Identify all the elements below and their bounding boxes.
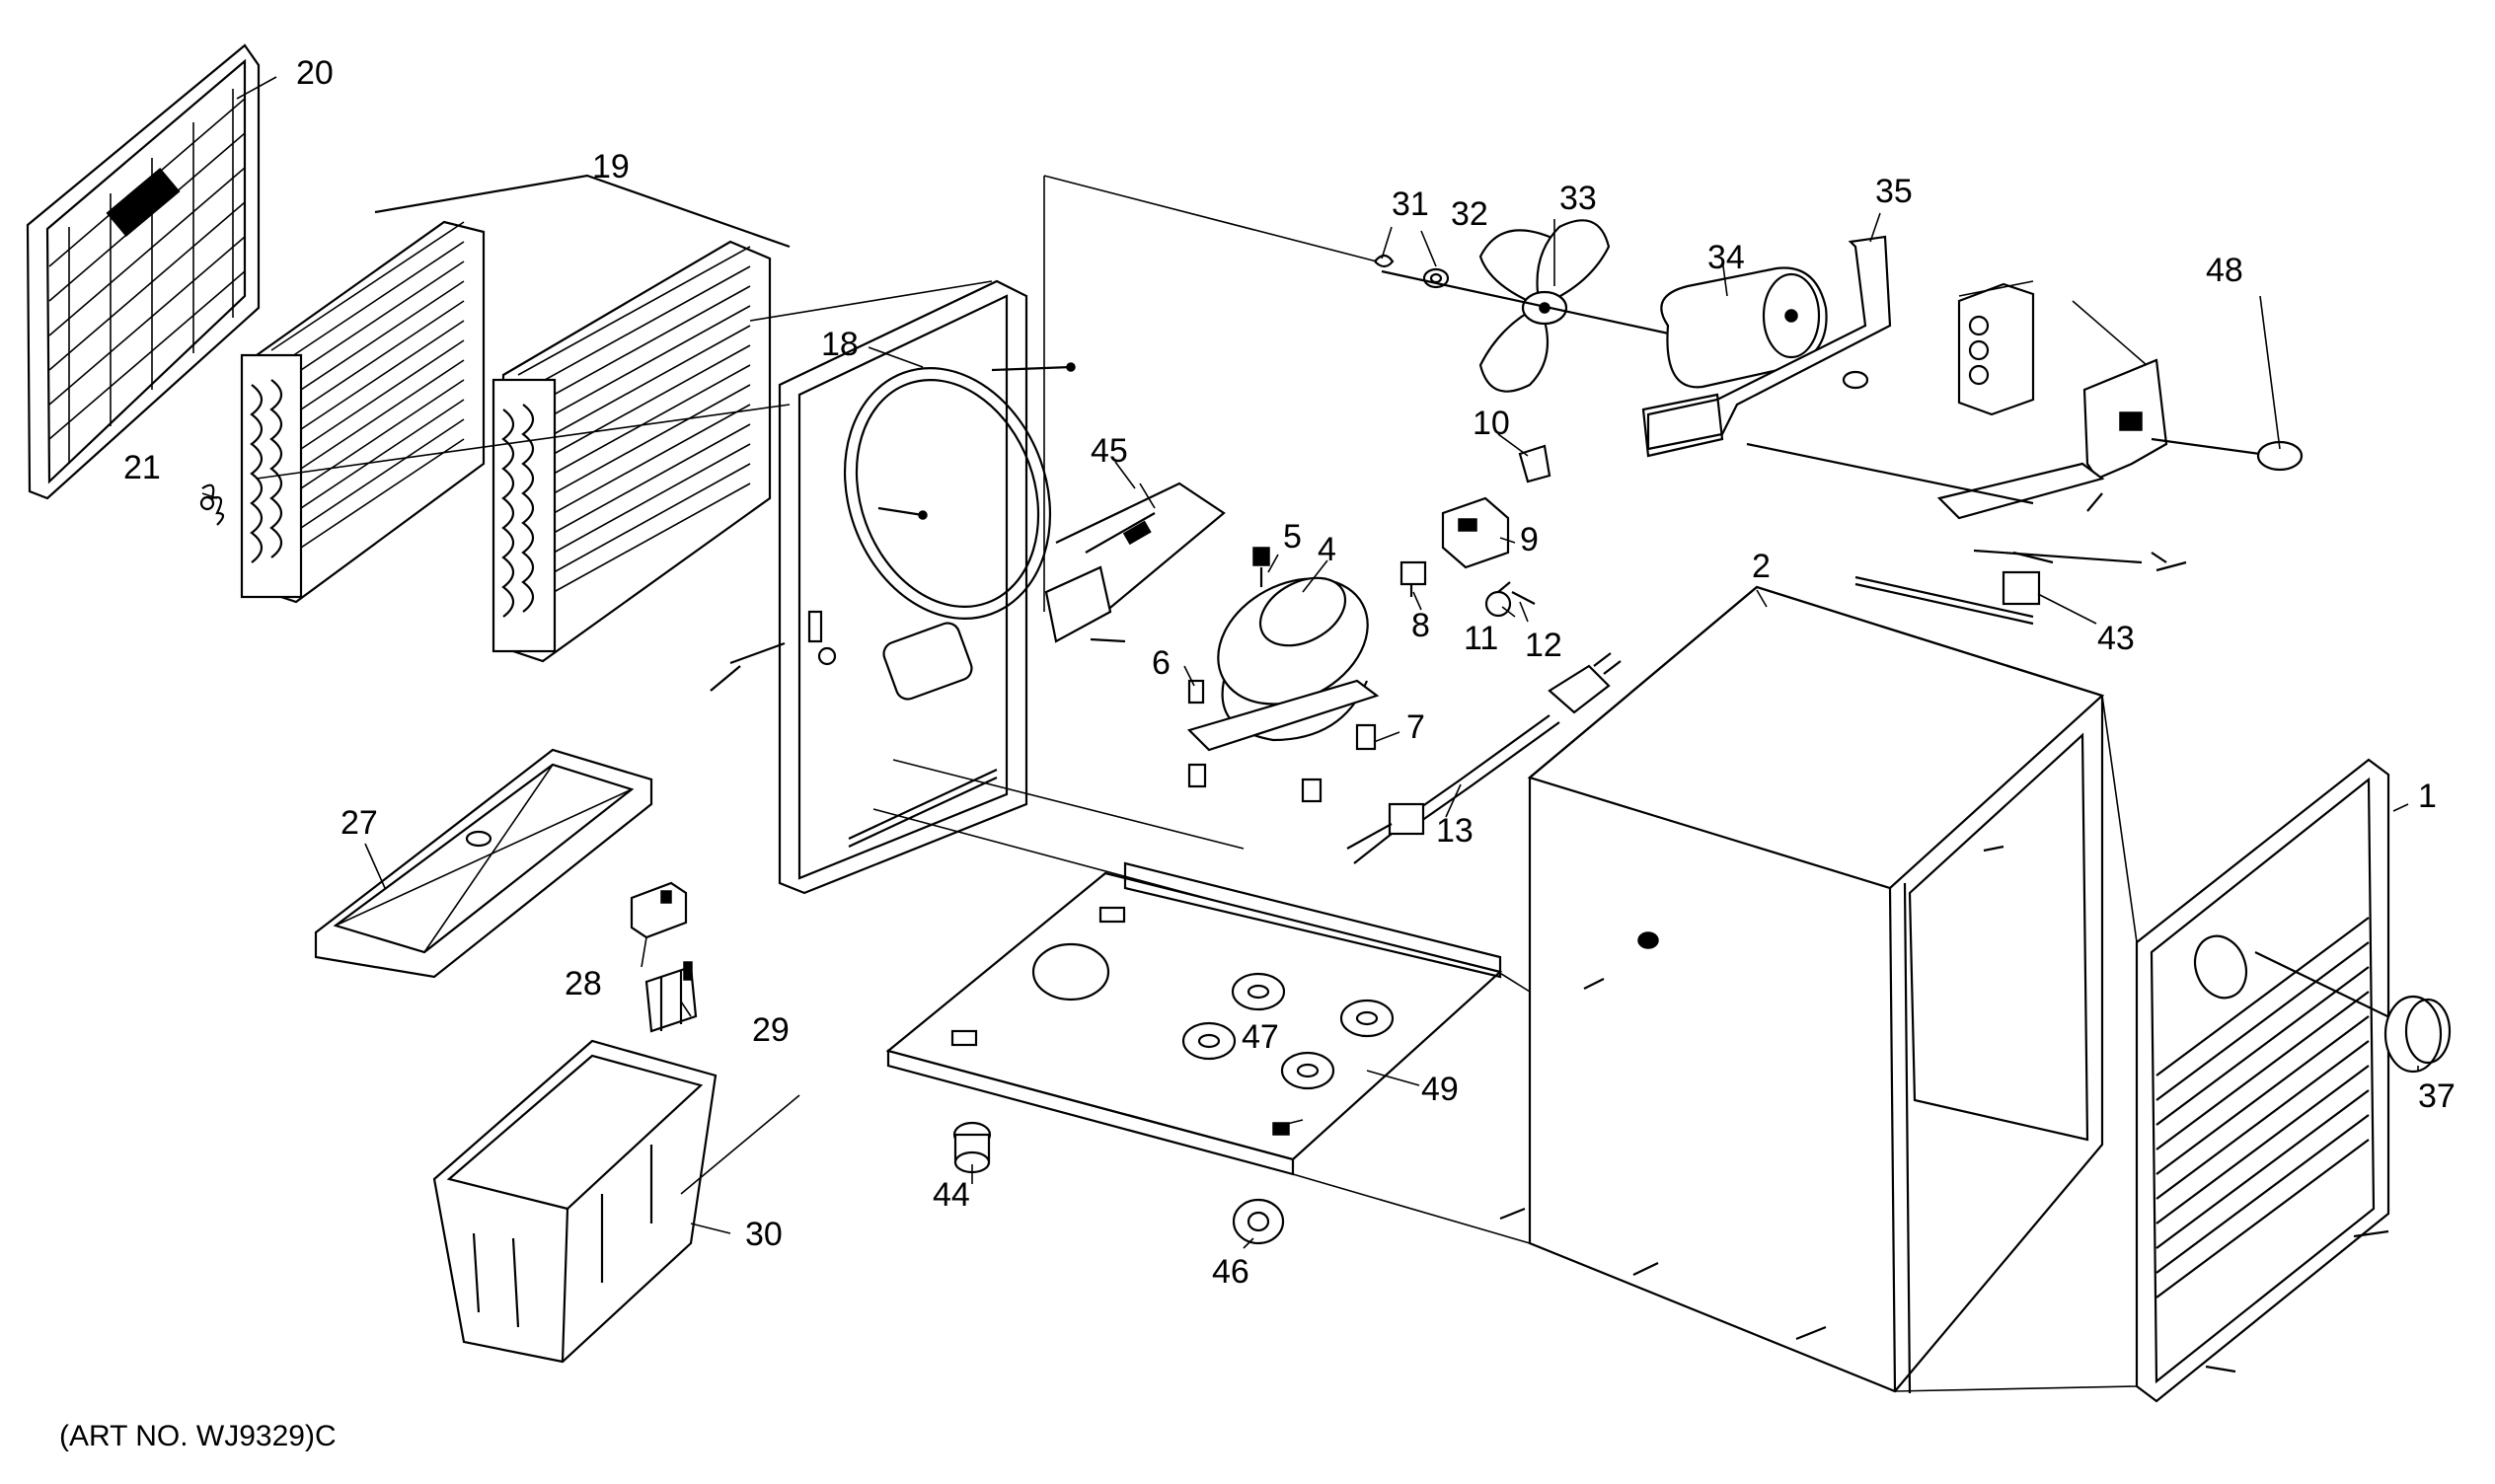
part-10-clip xyxy=(1518,444,1551,483)
label-21: 21 xyxy=(123,449,161,486)
screw-icon xyxy=(991,362,1076,372)
screw-icon xyxy=(710,665,741,692)
label-47: 47 xyxy=(1242,1018,1279,1056)
screw-icon xyxy=(2205,1365,2236,1373)
label-46: 46 xyxy=(1212,1253,1249,1291)
screw-icon xyxy=(2155,560,2187,572)
label-18: 18 xyxy=(821,326,859,363)
label-31: 31 xyxy=(1392,186,1429,223)
label-44: 44 xyxy=(933,1176,970,1214)
part-28-float-switch xyxy=(630,881,688,939)
label-19: 19 xyxy=(592,148,630,186)
label-32: 32 xyxy=(1451,195,1488,233)
part-labels: 1 2 4 5 6 7 8 9 10 11 12 13 18 19 20 21 … xyxy=(59,54,2456,1452)
part-44-foot xyxy=(952,1121,992,1174)
label-49: 49 xyxy=(1421,1071,1459,1108)
part-48-control-switch xyxy=(1746,282,2304,520)
part-20-rear-grille xyxy=(26,43,261,500)
screw-icon xyxy=(1583,978,1605,990)
label-8: 8 xyxy=(1411,607,1430,644)
label-48: 48 xyxy=(2206,252,2243,289)
label-28: 28 xyxy=(565,965,602,1002)
label-35: 35 xyxy=(1875,173,1913,210)
part-1-front-grille xyxy=(2135,758,2390,1403)
screw-icon xyxy=(1632,1262,1659,1276)
part-35-motor-bracket xyxy=(1641,235,1892,458)
part-2-cabinet xyxy=(1527,585,2105,1394)
label-12: 12 xyxy=(1525,627,1562,664)
part-4-compressor xyxy=(1186,576,1380,752)
part-19-coils xyxy=(240,174,791,663)
screw-icon xyxy=(2353,1229,2389,1238)
part-47-bracket xyxy=(1272,1122,1290,1136)
label-45: 45 xyxy=(1091,432,1128,470)
screw-icon xyxy=(1973,549,2143,564)
screw-icon xyxy=(1499,1207,1526,1221)
part-9-relay-cover xyxy=(1441,496,1510,569)
label-13: 13 xyxy=(1436,812,1474,850)
label-9: 9 xyxy=(1520,521,1539,558)
screw-icon xyxy=(2151,552,2167,563)
part-37-knob xyxy=(2254,951,2452,1074)
part-46-caster xyxy=(1232,1198,1285,1245)
part-8-connector xyxy=(1399,560,1427,597)
screw-icon xyxy=(2086,492,2103,512)
screw-icons xyxy=(710,362,2389,1373)
part-29-bracket xyxy=(644,961,698,1033)
label-27: 27 xyxy=(340,804,378,842)
label-29: 29 xyxy=(752,1011,790,1049)
label-10: 10 xyxy=(1473,405,1510,442)
label-33: 33 xyxy=(1559,180,1597,217)
label-43: 43 xyxy=(2097,620,2135,657)
part-12-clip xyxy=(1511,591,1536,605)
label-2: 2 xyxy=(1752,548,1771,585)
part-5-grommet xyxy=(1252,547,1270,587)
part-6-grommet xyxy=(1187,679,1205,705)
screw-icon xyxy=(1090,637,1126,643)
label-11: 11 xyxy=(1464,620,1498,657)
label-7: 7 xyxy=(1406,708,1425,746)
assembly-lines xyxy=(256,175,2138,1392)
part-34-fan-motor xyxy=(1381,266,1828,389)
part-18-partition xyxy=(778,279,1052,895)
leader-lines xyxy=(201,76,2419,1249)
screw-icon xyxy=(1795,1325,1827,1341)
part-30-bucket xyxy=(432,1039,718,1364)
label-5: 5 xyxy=(1283,518,1302,556)
label-34: 34 xyxy=(1707,239,1745,276)
part-11-overload xyxy=(1484,581,1512,618)
part-7-grommet xyxy=(1187,723,1377,803)
part-49-base-plate xyxy=(885,861,1503,1176)
label-4: 4 xyxy=(1318,531,1336,568)
part-13-power-cord xyxy=(1346,652,1622,864)
screw-icon xyxy=(877,506,928,520)
part-45-bracket xyxy=(1044,482,1226,643)
screw-icon xyxy=(729,641,786,665)
label-6: 6 xyxy=(1152,644,1171,682)
label-37: 37 xyxy=(2418,1077,2456,1115)
label-20: 20 xyxy=(296,54,334,92)
art-number: (ART NO. WJ9329)C xyxy=(59,1420,337,1452)
part-31-nut xyxy=(1374,254,1395,268)
part-21-clip xyxy=(199,483,225,526)
label-30: 30 xyxy=(745,1216,783,1253)
part-27-drain-tray xyxy=(314,748,653,979)
label-1: 1 xyxy=(2418,778,2437,815)
part-43-thermostat xyxy=(1854,551,2054,626)
screw-icon xyxy=(1983,845,2004,853)
